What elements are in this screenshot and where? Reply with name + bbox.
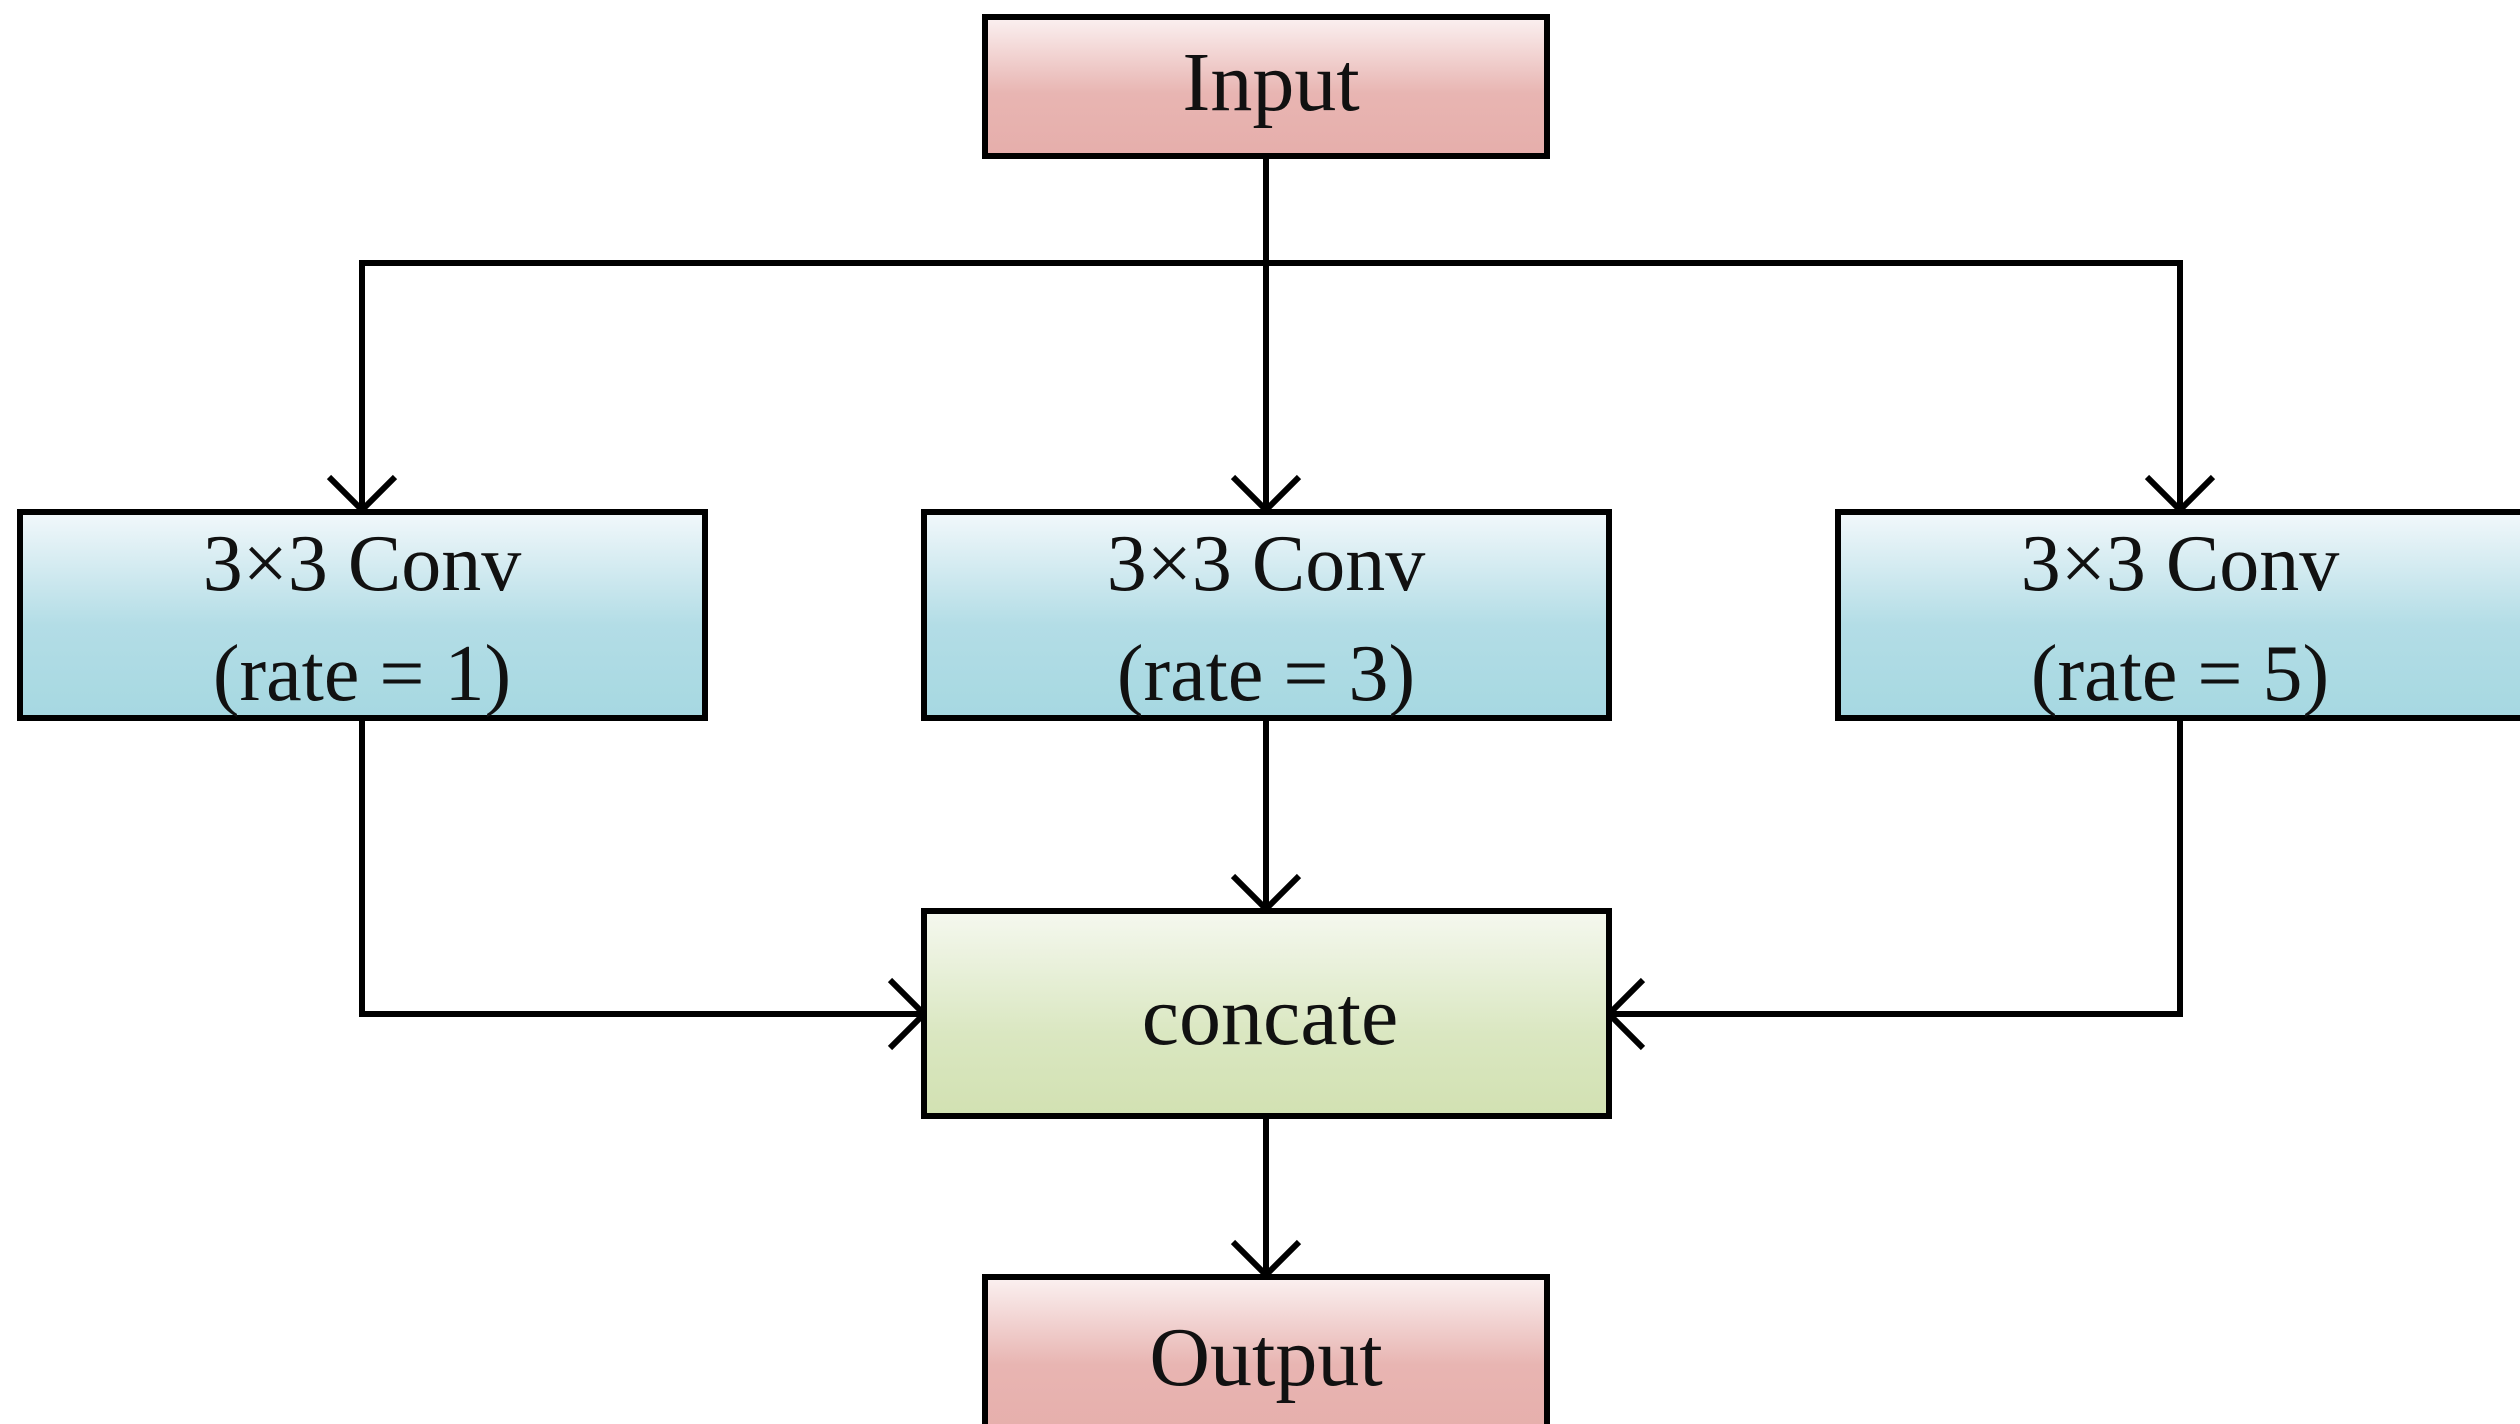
conv-title-rate-3: 3×3 Conv: [1107, 520, 1425, 608]
left-to-concat-line: [359, 717, 925, 1017]
connector-lines: [359, 153, 2183, 1273]
conv-node-rate-1: 3×3 Conv (rate = 1): [17, 509, 708, 721]
concat-node: concate: [921, 908, 1612, 1119]
conv-box-rate-5: [1835, 509, 2520, 721]
concat-box: [921, 908, 1612, 1119]
input-label: Input: [1182, 36, 1359, 129]
conv-title-rate-1: 3×3 Conv: [203, 520, 521, 608]
conv-node-rate-3: 3×3 Conv (rate = 3): [921, 509, 1612, 721]
concat-label: concate: [1142, 970, 1398, 1063]
conv-title-rate-5: 3×3 Conv: [2021, 520, 2339, 608]
input-node: Input: [982, 14, 1550, 159]
output-label: Output: [1149, 1311, 1382, 1404]
output-node: Output: [982, 1274, 1550, 1424]
conv-box-rate-3: [921, 509, 1612, 721]
conv-rate-label-5: (rate = 5): [2031, 630, 2329, 718]
conv-rate-label-3: (rate = 3): [1117, 630, 1415, 718]
right-to-concat-line: [1609, 717, 2183, 1017]
conv-box-rate-1: [17, 509, 708, 721]
output-box: [982, 1274, 1550, 1424]
conv-rate-label-1: (rate = 1): [213, 630, 511, 718]
input-box: [982, 14, 1550, 159]
conv-node-rate-5: 3×3 Conv (rate = 5): [1835, 509, 2520, 721]
